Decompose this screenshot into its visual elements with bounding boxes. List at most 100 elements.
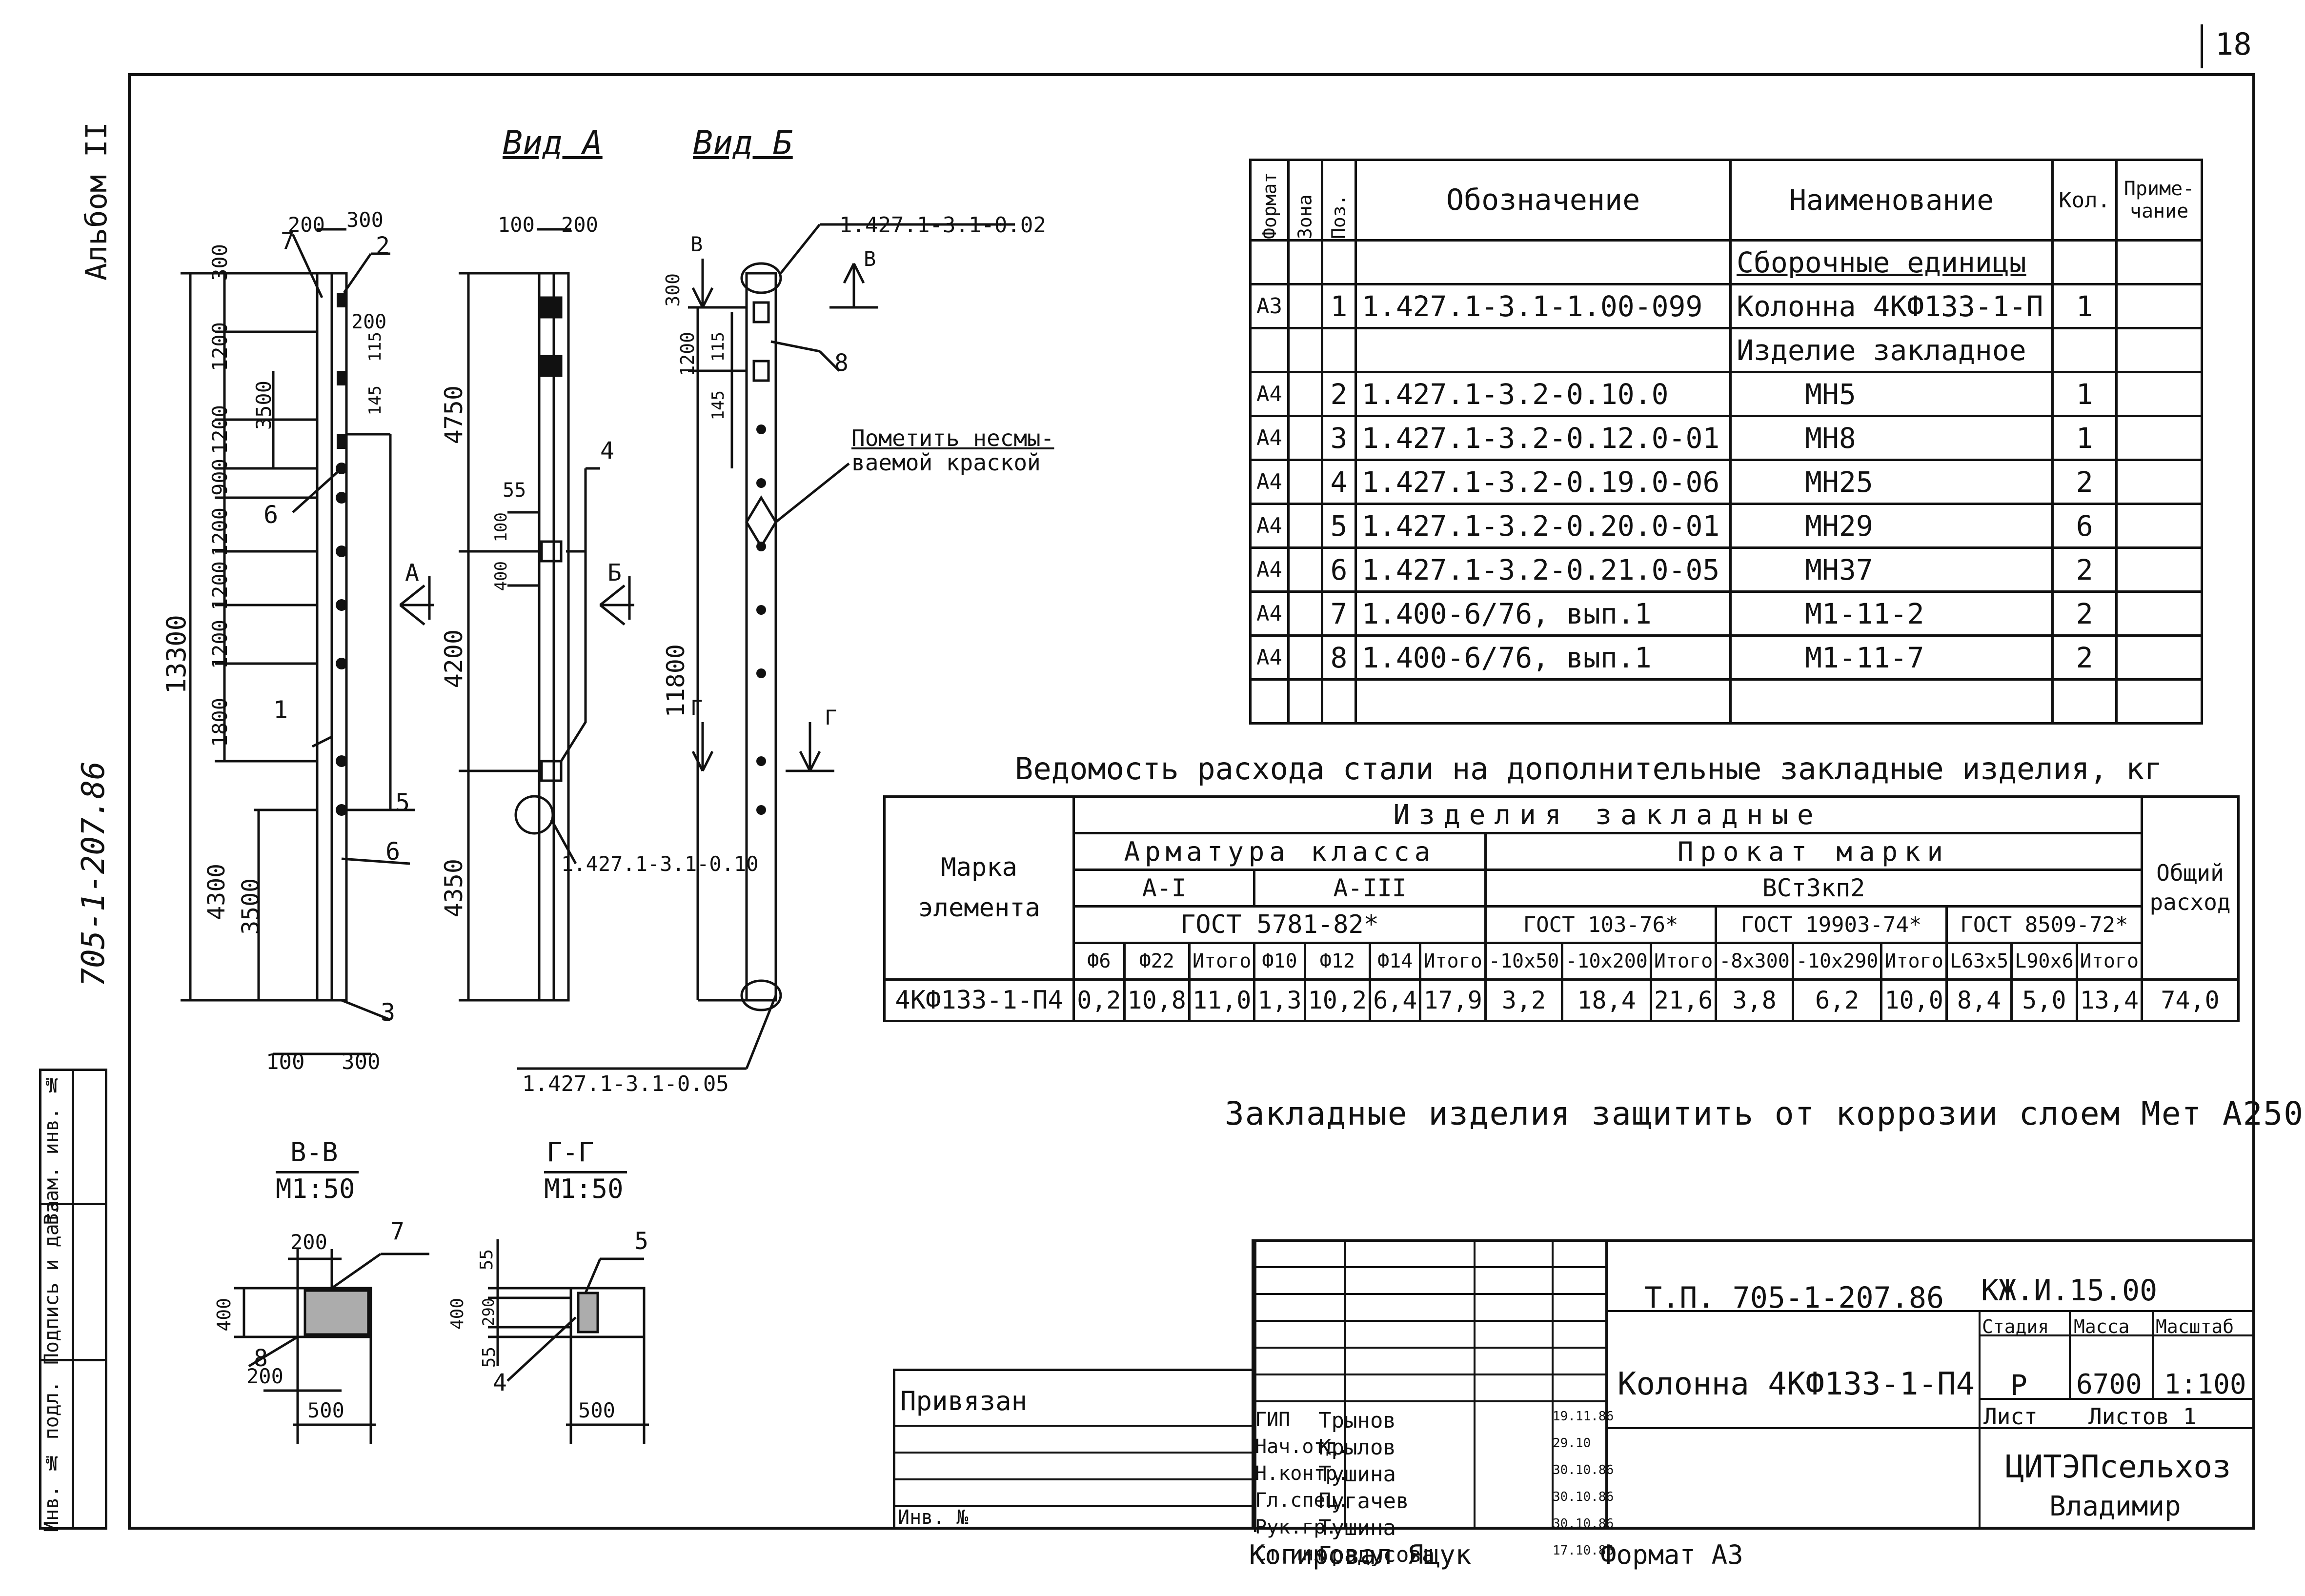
signer-name: Крылов [1318,1435,1396,1460]
spec-cell-qty: 2 [2051,634,2118,681]
steel-subheader-cell: Ф6 [1072,942,1126,981]
dim-1200e-col1: 1200 [208,620,232,669]
org-line-1: ЦИТЭПсельхоз [2005,1449,2231,1485]
cut-mark-b-right: В [864,247,876,271]
spec-cell-code [1354,239,1732,285]
dim-100-bottom: 100 [266,1050,305,1074]
spec-cell-name: М1-11-2 [1729,590,2054,637]
steel-value-cell: 10,8 [1123,978,1191,1022]
steel-value-cell: 1,3 [1253,978,1306,1022]
steel-consumption-table: Марка элемента Изделия закладные Общий р… [883,795,2240,1022]
sheet-header: Лист [1983,1403,2038,1430]
dim-100-col2-v: 100 [491,512,511,543]
spec-h-qty: Кол. [2051,159,2118,242]
steel-subheader-cell: L90х6 [2010,942,2078,981]
sheet-number: 18 [2215,26,2252,62]
spec-cell-code: 1.427.1-3.1-1.00-099 [1354,283,1732,329]
spec-cell-pos: 3 [1320,415,1357,461]
title-right-grid [1608,1239,2255,1530]
spec-cell-qty: 2 [2051,459,2118,505]
steel-subheader-cell: -10х50 [1484,942,1564,981]
spec-cell-zone [1287,546,1323,593]
steel-h-mark-1: Марка [941,852,1017,882]
steel-subheader-cell: Итого [1880,942,1948,981]
steel-subheader-cell: Итого [1649,942,1718,981]
spec-cell-qty [2051,327,2118,373]
spec-cell-format: А4 [1249,459,1290,505]
section-gg-rule [544,1171,627,1173]
section-vv-rule [276,1171,359,1173]
spec-cell-note [2115,503,2203,549]
sheets-header: Листов 1 [2088,1403,2197,1430]
drawing-title: Колонна 4КФ133-1-П4 [1618,1366,1975,1402]
dim-300-bottom: 300 [342,1050,381,1074]
steel-subheader-cell: Ф14 [1369,942,1422,981]
spec-h-code: Обозначение [1354,159,1732,242]
note-paint-1: Пометить несмы- [851,425,1054,451]
steel-value-cell: 21,6 [1649,978,1718,1022]
spec-cell-zone [1287,239,1323,285]
steel-h-rolled: Прокат марки [1484,832,2143,871]
steel-h-vst: ВСт3кп2 [1484,869,2143,908]
pos-3: 3 [381,998,396,1027]
dim-1200c-col1: 1200 [208,507,232,557]
steel-value-cell: 8,4 [1945,978,2013,1022]
steel-h-gost2: ГОСТ 103-76* [1484,905,1718,944]
steel-value-cell: 18,4 [1561,978,1652,1022]
signer-date: 19.11.86 [1553,1409,1614,1424]
spec-cell-note [2115,239,2203,285]
spec-cell-name: Изделие закладное [1729,327,2054,373]
vv-dim-200a: 200 [290,1230,327,1254]
steel-subheader-cell: Ф10 [1253,942,1306,981]
pos-7-col1: 7 [281,227,295,255]
vv-dim-200b: 200 [246,1364,283,1388]
dim-900-col1: 900 [208,459,232,496]
mass-value: 6700 [2076,1369,2142,1400]
spec-cell-note [2115,590,2203,637]
spec-cell-name: МН29 [1729,503,2054,549]
steel-value-cell: 17,9 [1419,978,1487,1022]
spec-cell-pos: 6 [1320,546,1357,593]
steel-subheader-cell: Ф12 [1303,942,1372,981]
signer-date: 30.10.86 [1553,1490,1614,1504]
doc-code: Т.П. 705-1-207.86 [1644,1281,1944,1315]
steel-h-gost3: ГОСТ 19903-74* [1715,905,1948,944]
steel-subheader-cell: Итого [1419,942,1487,981]
spec-cell-note [2115,415,2203,461]
pos-6b: 6 [385,837,401,866]
spec-cell-note [2115,371,2203,417]
spec-cell-format [1249,327,1290,373]
spec-h-format: Формат [1250,160,1289,241]
spec-row [1249,678,2203,725]
dim-1200-col3: 1200 [677,332,698,377]
spec-cell-note [2115,546,2203,593]
scale-header: Масштаб [2156,1316,2234,1337]
arrow-a-label: А [405,559,419,586]
section-vv-body [296,1287,372,1338]
dim-200-top: 200 [288,213,325,237]
spec-cell-code [1354,327,1732,373]
signer-role: Гл.спец. [1255,1489,1349,1512]
paper-format: Формат А3 [1600,1539,1743,1570]
spec-cell-code: 1.427.1-3.2-0.20.0-01 [1354,503,1732,549]
dim-300-top: 300 [346,208,384,232]
gg-pos-5: 5 [634,1228,648,1255]
dim-300-col3: 300 [662,273,684,307]
spec-cell-zone [1287,283,1323,329]
spec-cell-name: Сборочные единицы [1729,239,2054,285]
spec-cell-code: 1.427.1-3.2-0.21.0-05 [1354,546,1732,593]
dim-145-col1: 145 [365,385,385,416]
cut-mark-g-right: Г [825,706,837,729]
steel-h-mark-2: элемента [918,893,1040,923]
signer-name: Пугачев [1318,1489,1409,1514]
gg-pos-4: 4 [493,1369,507,1396]
dim-55-col2: 55 [503,479,526,502]
dim-4350-col2: 4350 [440,859,468,918]
steel-h-a1: А-I [1072,869,1256,908]
steel-subheader-cell: Ф22 [1123,942,1191,981]
